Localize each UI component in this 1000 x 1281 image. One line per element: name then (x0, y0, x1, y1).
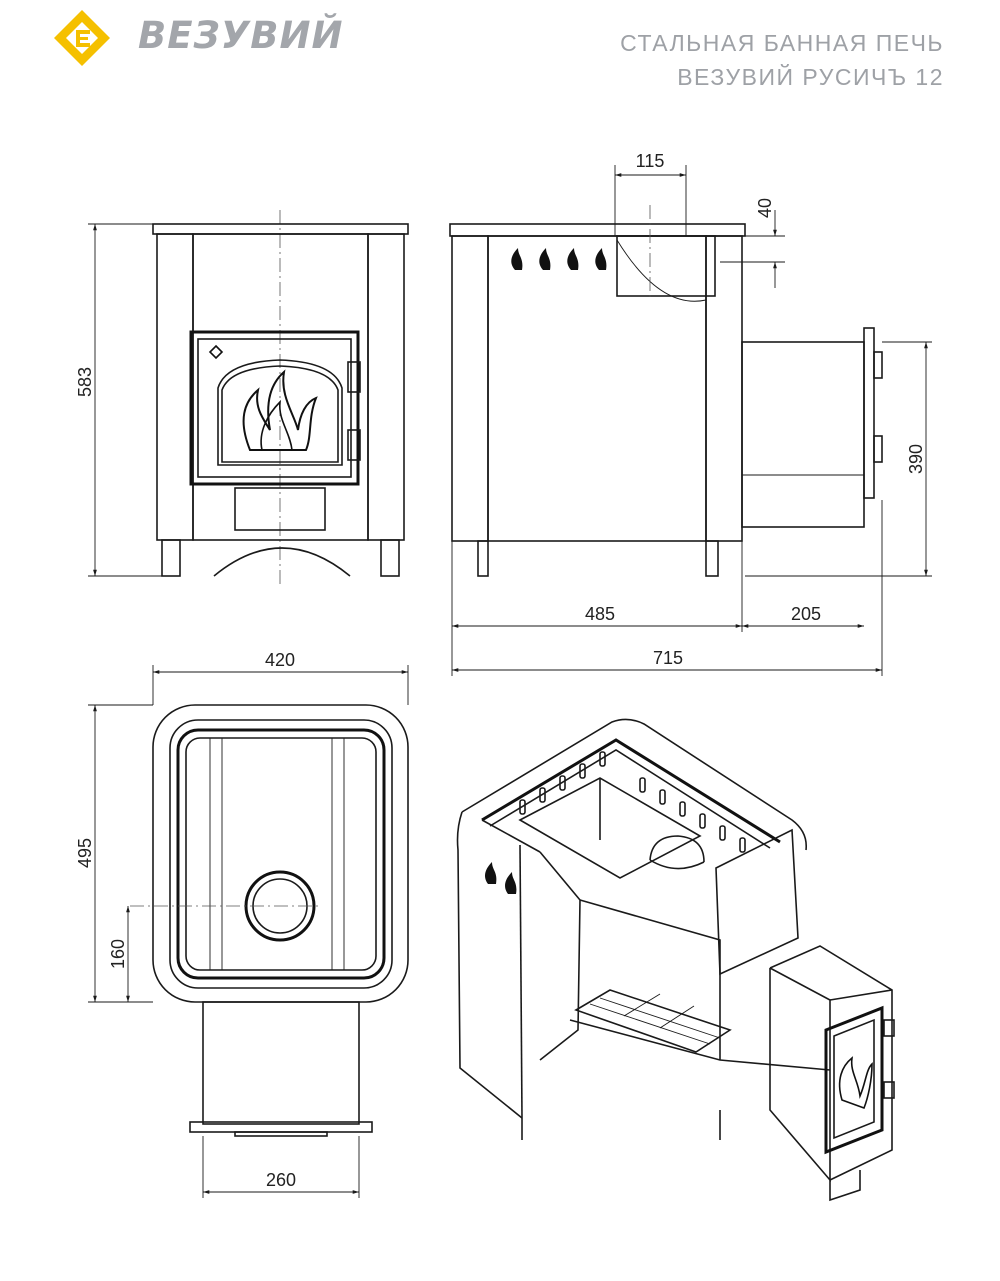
brand-logo-icon (54, 10, 110, 66)
dim-chimney-offset: 40 (755, 198, 775, 218)
dim-tunnel-length: 205 (791, 604, 821, 624)
isometric-view (456, 718, 895, 1202)
side-view: 115 40 390 485 205 715 (449, 151, 932, 676)
title-line-1: СТАЛЬНАЯ БАННАЯ ПЕЧЬ (620, 30, 944, 56)
dim-chimney-width: 115 (636, 151, 665, 171)
dim-top-width: 420 (265, 650, 295, 670)
title-line-2: ВЕЗУВИЙ РУСИЧЪ 12 (677, 64, 944, 90)
dim-front-height: 583 (75, 367, 95, 397)
dim-total-depth: 715 (653, 648, 683, 668)
iso-vent-slots (519, 751, 746, 853)
dim-tunnel-width: 260 (266, 1170, 296, 1190)
top-view: 420 495 160 260 (75, 650, 409, 1198)
dim-tunnel-height: 390 (906, 444, 926, 474)
brand-name: ВЕЗУВИЙ (138, 14, 344, 57)
dim-chimney-center: 160 (108, 939, 128, 969)
flame-vent-icons (511, 248, 607, 270)
dim-body-depth: 485 (585, 604, 615, 624)
front-view: 583 (75, 210, 409, 585)
page-title: СТАЛЬНАЯ БАННАЯ ПЕЧЬ ВЕЗУВИЙ РУСИЧЪ 12 (620, 26, 944, 94)
iso-grate (574, 989, 732, 1053)
dim-top-depth: 495 (75, 838, 95, 868)
